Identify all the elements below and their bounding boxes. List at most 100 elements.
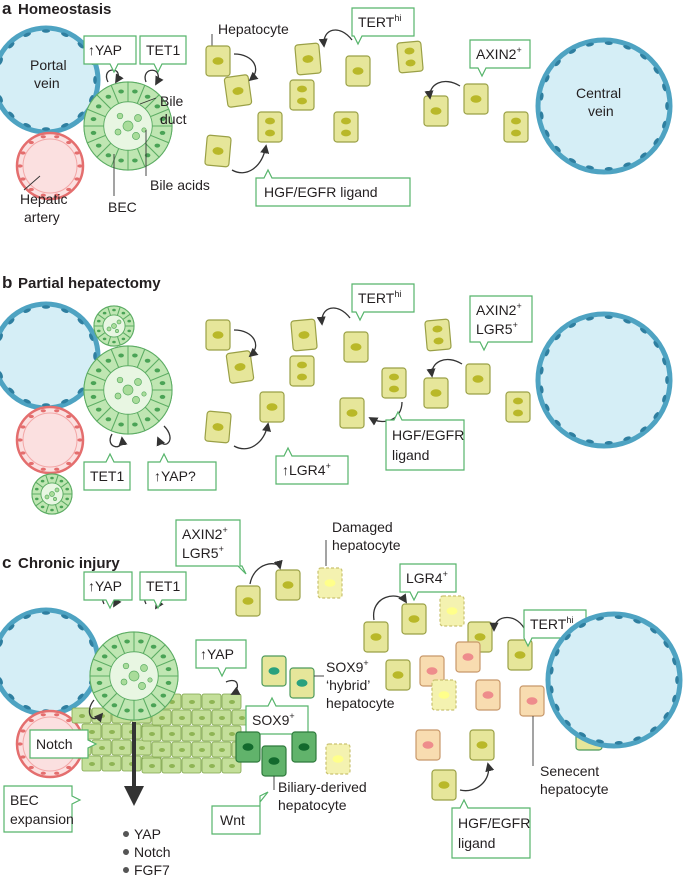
hepatocyte <box>463 83 489 115</box>
endothelial-nucleus <box>623 162 631 167</box>
endothelial-nucleus <box>539 385 544 394</box>
bile-acid-droplet <box>54 487 60 493</box>
endothelial-nucleus <box>639 152 647 159</box>
endothelial-nucleus <box>23 399 31 404</box>
bec-nucleus <box>144 94 151 99</box>
hepatocyte-nucleus <box>511 129 521 137</box>
sox9-label-3: hepatocyte <box>326 695 395 711</box>
hepatocyte-nucleus <box>234 363 246 371</box>
signal-item: YAP <box>134 826 161 842</box>
artery-nucleus <box>54 193 60 197</box>
endothelial-nucleus <box>554 649 560 657</box>
hepatocyte-nucleus <box>212 423 224 431</box>
hepatocyte-nucleus <box>392 671 404 679</box>
hepatocyte <box>505 391 531 423</box>
hepatocyte-nucleus <box>297 361 307 369</box>
bec-expansion-nucleus <box>229 764 235 768</box>
artery-nucleus <box>20 425 26 429</box>
hepatocyte-nucleus <box>474 633 486 641</box>
bile-acid-droplet <box>134 114 142 122</box>
hepatic-artery <box>15 405 85 475</box>
bec-nucleus <box>132 89 138 94</box>
artery-lumen <box>22 138 78 194</box>
senescent-label-2: hepatocyte <box>540 781 609 797</box>
hgf-box-b: HGF/EGFR ligand <box>385 410 465 471</box>
bile-acid-droplet <box>116 112 124 120</box>
artery-nucleus <box>17 438 23 442</box>
endothelial-nucleus <box>649 627 657 634</box>
hepatocyte <box>294 42 322 76</box>
bec-nucleus <box>121 311 126 315</box>
endothelial-nucleus <box>8 693 15 700</box>
endothelial-nucleus <box>61 614 69 619</box>
bec-nucleus <box>95 407 102 412</box>
endothelial-nucleus <box>42 127 50 131</box>
artery-nucleus <box>40 193 46 197</box>
hepatocyte-nucleus <box>433 337 444 345</box>
tet1-box-a-text: TET1 <box>146 42 180 58</box>
hepatocyte-nucleus <box>513 397 523 405</box>
endothelial-nucleus <box>77 318 84 325</box>
hepatocyte-nucleus <box>389 373 399 381</box>
bec-nucleus <box>127 329 131 333</box>
yap-box-c1-text: ↑YAP <box>88 578 122 594</box>
hepatocyte-body <box>289 355 315 387</box>
endothelial-nucleus <box>568 48 577 54</box>
bec-nucleus <box>154 143 161 148</box>
endothelial-nucleus <box>0 371 3 379</box>
endothelial-nucleus <box>93 76 97 84</box>
damaged-label-2: hepatocyte <box>332 537 401 553</box>
endothelial-nucleus <box>663 641 669 648</box>
artery-nucleus <box>28 765 34 770</box>
endothelial-nucleus <box>8 624 15 631</box>
hepatocyte-nucleus <box>298 743 310 751</box>
endothelial-nucleus <box>8 42 15 49</box>
hgf-box-a: HGF/EGFR ligand <box>255 168 411 207</box>
bile-acid-droplet <box>134 378 142 386</box>
hepatocyte-body <box>333 111 359 143</box>
bile-acids-label: Bile acids <box>150 177 210 193</box>
hepatocyte <box>275 569 301 601</box>
lgr4-box-c-sup: + <box>443 569 448 579</box>
axin2-box-c-text-1: AXIN2 <box>182 526 223 542</box>
hepatocyte-body <box>424 318 452 352</box>
hepatocyte-nucleus <box>212 57 224 65</box>
hepatocyte <box>205 319 231 351</box>
division-arrow <box>249 559 283 585</box>
endothelial-nucleus <box>675 676 679 684</box>
hepatocyte-body <box>505 391 531 423</box>
biliary-label-1: Biliary-derived <box>278 779 367 795</box>
portal-vein-shape <box>0 607 101 717</box>
hgf-box-a-text: HGF/EGFR ligand <box>264 184 378 200</box>
bec-nucleus <box>90 394 97 399</box>
biliary-label-2: hepatocyte <box>278 797 347 813</box>
bile-acid-droplet <box>120 678 128 686</box>
endothelial-nucleus <box>549 685 554 694</box>
bec-expansion-text-1: BEC <box>10 792 39 808</box>
artery-nucleus <box>66 718 72 723</box>
endothelial-nucleus <box>662 83 667 92</box>
portal-vein-label-1: Portal <box>30 57 67 73</box>
bec-nucleus <box>150 703 157 708</box>
hepatocyte <box>363 621 389 653</box>
bile-acid-droplet <box>115 329 119 333</box>
artery-nucleus <box>40 135 46 139</box>
bile-acid-droplet <box>141 127 147 133</box>
hepatocyte-nucleus <box>212 331 224 339</box>
bec-expansion-nucleus <box>99 746 105 750</box>
bullet-icon <box>123 849 129 855</box>
bec-nucleus <box>97 319 101 323</box>
bec-expansion-nucleus <box>169 732 175 736</box>
endothelial-nucleus <box>539 92 544 101</box>
hepatocyte-nucleus <box>242 743 254 751</box>
bile-acid-droplet <box>114 392 122 400</box>
bec-nucleus <box>111 703 118 708</box>
hepatocyte-nucleus <box>408 615 420 623</box>
endothelial-nucleus <box>77 42 84 49</box>
bile-acid-droplet <box>122 384 134 396</box>
axin2-box-b: AXIN2+ LGR5+ <box>469 295 533 352</box>
bec-nucleus <box>96 667 103 672</box>
division-arrow <box>233 329 259 358</box>
hepatocyte-body <box>503 111 529 143</box>
central-vein-shape <box>535 311 673 449</box>
